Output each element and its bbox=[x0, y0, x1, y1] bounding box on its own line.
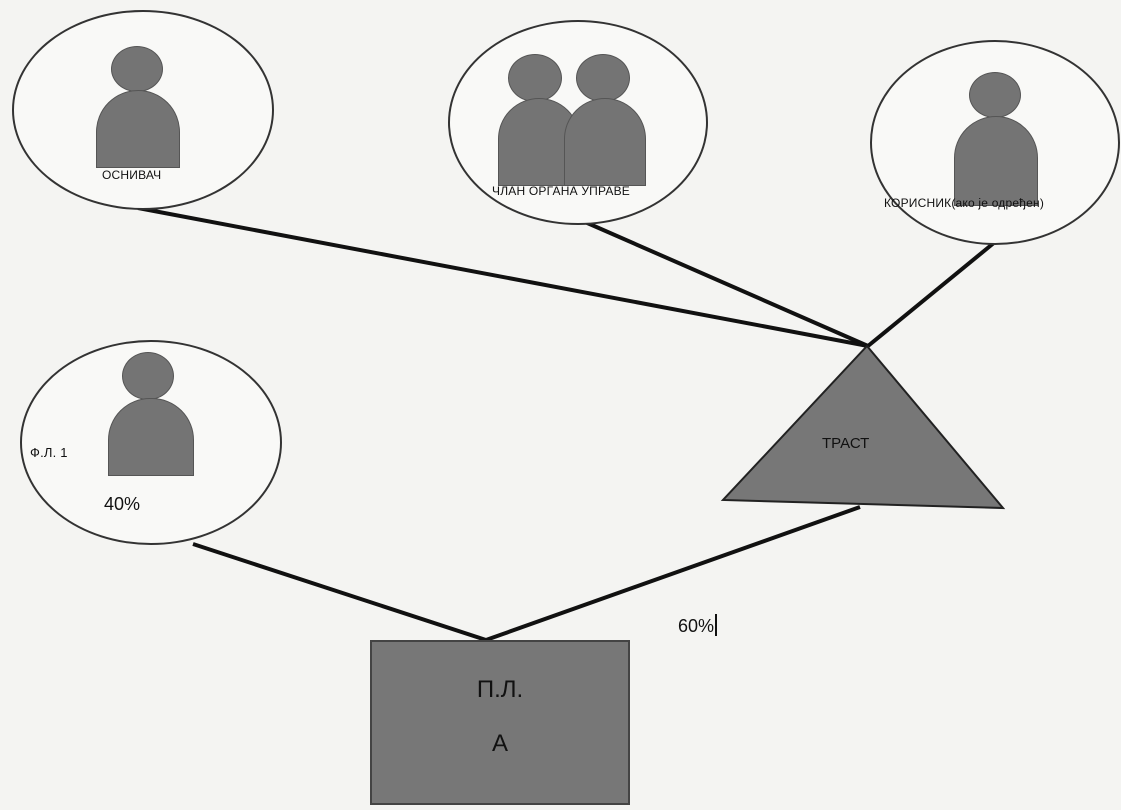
line-board-trust bbox=[584, 220, 869, 348]
trust-share: 60% bbox=[678, 614, 718, 637]
board-member-node: ЧЛАН ОРГАНА УПРАВЕ bbox=[448, 20, 708, 225]
line-beneficiary-trust bbox=[866, 240, 997, 348]
person1-label: Ф.Л. 1 bbox=[30, 445, 68, 460]
founder-label: ОСНИВАЧ bbox=[102, 168, 162, 182]
trust-node bbox=[720, 344, 1006, 510]
founder-node: ОСНИВАЧ bbox=[12, 10, 274, 210]
entity-label-line1: П.Л. bbox=[476, 676, 524, 703]
line-person1-entity bbox=[192, 542, 487, 642]
entity-label-line2: А bbox=[491, 730, 508, 757]
beneficiary-label: КОРИСНИК(ако је одређен) bbox=[884, 196, 1045, 210]
board-member-label: ЧЛАН ОРГАНА УПРАВЕ bbox=[492, 184, 630, 198]
person1-share: 40% bbox=[104, 494, 141, 514]
entity-node: П.Л. А bbox=[370, 640, 630, 805]
person1-node: Ф.Л. 1 40% bbox=[20, 340, 282, 545]
beneficiary-node: КОРИСНИК(ако је одређен) bbox=[870, 40, 1120, 245]
text-cursor bbox=[715, 614, 718, 636]
trust-label: ТРАСТ bbox=[822, 435, 870, 452]
line-trust-entity bbox=[485, 505, 861, 642]
line-founder-trust bbox=[137, 206, 869, 348]
